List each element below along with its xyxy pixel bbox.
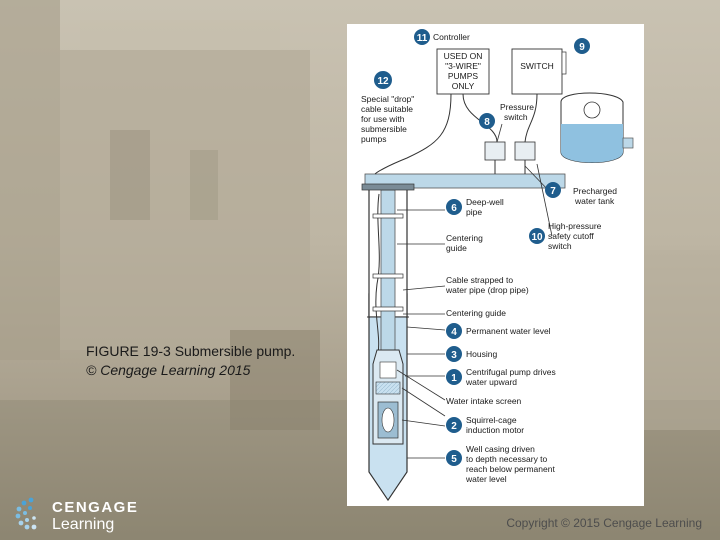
svg-text:3: 3 [451,350,457,361]
brand-name-line2: Learning [52,516,115,533]
badge-9: 9 [574,38,590,54]
label-drop-cable-2: cable suitable [361,104,413,114]
used-on-line-3: PUMPS [448,71,479,81]
badge-10: 10 [529,228,545,244]
cengage-dots-logo-icon [15,497,37,530]
label-well-casing-1: Well casing driven [466,444,535,454]
svg-text:1: 1 [451,373,457,384]
svg-text:2: 2 [451,421,457,432]
switch-box [511,48,563,95]
label-drop-cable-1: Special "drop" [361,94,414,104]
intake-screen [375,381,401,395]
svg-text:8: 8 [484,117,490,128]
svg-text:4: 4 [451,327,457,338]
svg-text:7: 7 [550,186,556,197]
used-on-box [436,48,490,95]
used-on-line-1: USED ON [444,51,483,61]
label-precharged-tank-2: water tank [574,196,615,206]
label-centering-guide-1a: Centering [446,233,483,243]
badge-12: 12 [374,71,392,89]
label-high-pressure-2: safety cutoff [548,231,594,241]
surface-pipe [364,173,566,189]
label-drop-cable-4: submersible [361,124,407,134]
label-housing: Housing [466,349,497,359]
badge-4: 4 [446,323,462,339]
label-induction-motor-2: induction motor [466,425,524,435]
label-pressure-switch-2: switch [504,112,528,122]
label-pressure-switch-1: Pressure [500,102,534,112]
svg-text:9: 9 [579,42,585,53]
label-drop-cable-5: pumps [361,134,387,144]
used-on-line-2: "3-WIRE" [445,61,481,71]
svg-text:11: 11 [417,33,428,44]
svg-text:5: 5 [451,454,457,465]
copyright-notice: Copyright © 2015 Cengage Learning [506,516,702,530]
label-permanent-water-level: Permanent water level [466,326,551,336]
caption-credit: © Cengage Learning 2015 [86,362,251,378]
label-deep-well-pipe-1: Deep-well [466,197,504,207]
impeller [379,361,397,379]
label-centering-guide-1b: guide [446,243,467,253]
badge-8: 8 [479,113,495,129]
label-high-pressure-3: switch [548,241,572,251]
label-drop-cable-3: for use with [361,114,405,124]
label-water-intake-screen: Water intake screen [446,396,522,406]
badge-5: 5 [446,450,462,466]
svg-text:12: 12 [377,76,389,87]
svg-text:6: 6 [451,203,457,214]
badge-7: 7 [545,182,561,198]
label-deep-well-pipe-2: pipe [466,207,482,217]
label-well-casing-2: to depth necessary to [466,454,548,464]
badge-11: 11 [414,29,430,45]
used-on-line-4: ONLY [452,81,475,91]
label-induction-motor-1: Squirrel-cage [466,415,517,425]
label-centrifugal-1: Centrifugal pump drives [466,367,556,377]
drop-cable [375,193,380,355]
figure-caption: FIGURE 19-3 Submersible pump. © Cengage … [86,342,346,380]
badge-6: 6 [446,199,462,215]
label-cable-strapped-1: Cable strapped to [446,275,513,285]
caption-title: FIGURE 19-3 Submersible pump. [86,343,296,359]
label-cable-strapped-2: water pipe (drop pipe) [445,285,529,295]
label-high-pressure-1: High-pressure [548,221,602,231]
badge-2: 2 [446,417,462,433]
badge-1: 1 [446,369,462,385]
label-well-casing-4: water level [465,474,507,484]
label-precharged-tank-1: Precharged [573,186,617,196]
label-well-casing-3: reach below permanent [466,464,555,474]
label-centering-guide-2: Centering guide [446,308,506,318]
pressure-switch-block-2 [514,141,536,161]
label-controller: Controller [433,32,470,42]
switch-label: SWITCH [520,61,554,71]
brand-name-line1: CENGAGE [52,499,139,516]
badge-3: 3 [446,346,462,362]
label-centrifugal-2: water upward [465,377,517,387]
svg-text:10: 10 [531,232,543,243]
pressure-switch-block-1 [484,141,506,161]
submersible-pump-diagram: 11 12 8 9 7 6 10 4 3 1 2 5 USED ON "3-WI… [347,24,644,506]
